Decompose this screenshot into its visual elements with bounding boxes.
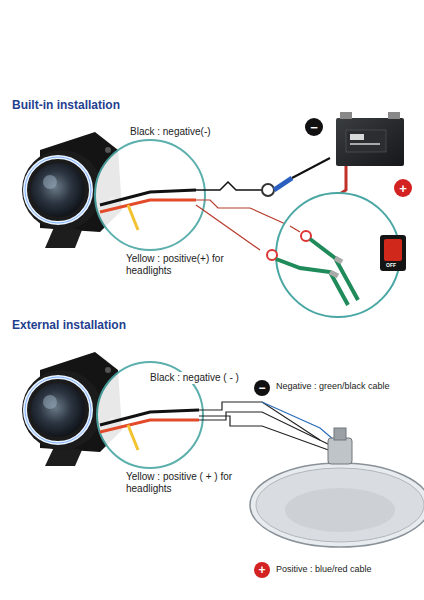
wire-label: Negative : green/black cable xyxy=(274,381,392,392)
wires-bottom xyxy=(199,402,334,452)
switch-text: OFF xyxy=(386,262,396,268)
wire-label: Yellow : positive(+) for headlights xyxy=(124,253,238,277)
polarity-symbol: + xyxy=(254,562,270,578)
headlight-reflector xyxy=(250,428,424,547)
polarity-symbol: − xyxy=(305,118,323,136)
section-heading: Built-in installation xyxy=(10,98,122,112)
wire-label: Positive : blue/red cable xyxy=(274,564,374,575)
polarity-symbol: − xyxy=(254,380,270,396)
wire-label: Black : negative(-) xyxy=(128,126,213,138)
battery xyxy=(336,112,404,166)
wire-label: Yellow : positive ( + ) for headlights xyxy=(124,471,248,495)
switch xyxy=(380,235,406,271)
section-heading: External installation xyxy=(10,318,128,332)
magnify-circle-top xyxy=(95,140,205,250)
wire-label: Black : negative ( - ) xyxy=(148,372,241,384)
polarity-symbol: + xyxy=(394,179,412,197)
